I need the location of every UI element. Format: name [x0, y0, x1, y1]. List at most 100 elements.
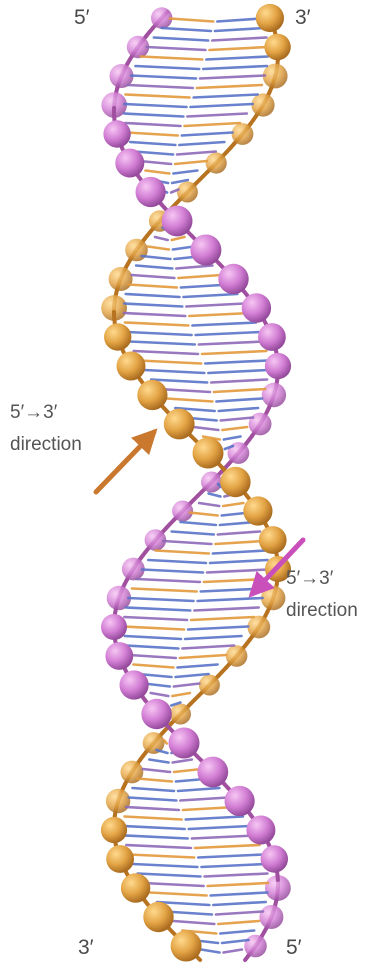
pink-phosphate-sphere — [105, 642, 133, 670]
base-pair-stick — [216, 399, 262, 402]
orange-phosphate-sphere — [171, 931, 202, 962]
pink-phosphate-sphere — [103, 120, 130, 147]
pink-phosphate-sphere — [197, 757, 228, 788]
orange-phosphate-sphere — [251, 93, 274, 116]
base-pair-stick — [184, 294, 238, 297]
base-pair-stick — [173, 760, 192, 763]
base-pair-stick — [192, 323, 256, 326]
base-pair-stick — [177, 152, 216, 155]
base-pair-stick — [221, 418, 253, 421]
base-pair-stick — [208, 370, 268, 373]
base-pair-stick — [192, 836, 255, 839]
base-pair-stick — [155, 237, 168, 240]
base-pair-stick — [196, 332, 261, 335]
base-pair-stick — [162, 28, 211, 31]
pink-phosphate-sphere — [218, 264, 248, 294]
base-pair-stick — [215, 541, 263, 544]
base-pair-stick — [218, 921, 259, 924]
top-left-end-label: 5′ — [74, 6, 90, 30]
base-pair-stick — [131, 76, 196, 79]
base-pair-stick — [206, 57, 268, 60]
pink-backbone-segment — [245, 956, 248, 960]
base-pair-stick — [198, 855, 263, 858]
base-pair-stick — [125, 636, 181, 639]
base-pair-stick — [195, 845, 260, 848]
base-pair-stick — [138, 874, 201, 877]
base-pair-stick — [180, 798, 228, 801]
base-pair-stick — [149, 760, 168, 763]
orange-phosphate-sphere — [109, 267, 133, 291]
base-pair-stick — [156, 551, 209, 554]
base-pair-stick — [197, 85, 262, 88]
base-pair-stick — [127, 133, 178, 136]
base-pair-stick — [181, 522, 216, 525]
orange-phosphate-sphere — [104, 323, 131, 350]
base-pair-stick — [202, 351, 266, 354]
base-pair-stick — [224, 437, 241, 440]
base-pair-stick — [223, 503, 243, 506]
base-pair-stick — [201, 950, 219, 953]
base-pair-stick — [178, 665, 218, 668]
base-pair-stick — [179, 142, 224, 145]
base-pair-stick — [207, 570, 268, 573]
base-pair-stick — [216, 912, 263, 915]
pink-phosphate-sphere — [190, 235, 221, 266]
base-pair-stick — [212, 38, 266, 41]
left-direction-line2: direction — [10, 429, 82, 461]
left-direction-line1: 5′→3′ — [10, 397, 82, 429]
base-pair-stick — [129, 855, 194, 858]
base-pair-stick — [214, 389, 265, 392]
base-pair-stick — [185, 123, 241, 126]
base-pair-stick — [141, 57, 203, 60]
base-pair-stick — [126, 608, 191, 611]
orange-phosphate-sphere — [259, 526, 287, 554]
base-pair-stick — [198, 598, 263, 601]
base-pair-stick — [130, 342, 195, 345]
base-pair-stick — [213, 551, 266, 554]
base-pair-stick — [133, 788, 175, 791]
pink-phosphate-sphere — [246, 816, 275, 845]
pink-phosphate-sphere — [258, 323, 286, 351]
base-pair-stick — [170, 19, 213, 22]
bottom-right-end-label: 5′ — [286, 936, 302, 960]
orange-phosphate-sphere — [137, 380, 167, 410]
base-pair-stick — [188, 627, 248, 630]
base-pair-stick — [143, 883, 203, 886]
pink-phosphate-sphere — [120, 670, 149, 699]
left-direction-arrow — [96, 432, 154, 492]
orange-phosphate-sphere — [243, 496, 272, 525]
right-direction-line1: 5′→3′ — [286, 563, 358, 595]
base-pair-stick — [204, 579, 267, 582]
base-pair-stick — [180, 655, 226, 658]
pink-phosphate-sphere — [262, 383, 286, 407]
base-pair-stick — [124, 617, 187, 620]
base-pair-stick — [132, 589, 197, 592]
base-pair-stick — [201, 864, 266, 867]
pink-phosphate-sphere — [261, 845, 288, 872]
base-pair-stick — [211, 893, 268, 896]
base-pair-stick — [150, 893, 207, 896]
base-pair-stick — [194, 608, 258, 611]
base-pair-stick — [213, 902, 265, 905]
base-pair-stick — [163, 541, 211, 544]
base-pair-stick — [142, 570, 203, 573]
right-direction-line2: direction — [286, 595, 358, 627]
base-pair-stick — [127, 332, 192, 335]
base-pair-stick — [124, 114, 183, 117]
orange-phosphate-sphere — [206, 152, 227, 173]
base-pair-stick — [190, 513, 218, 516]
pink-phosphate-sphere — [136, 177, 166, 207]
base-pair-stick — [186, 817, 243, 820]
base-pair-stick — [172, 532, 214, 535]
orange-phosphate-sphere — [232, 123, 254, 145]
base-pair-stick — [128, 598, 193, 601]
base-pair-stick — [182, 133, 233, 136]
base-pair-stick — [178, 788, 219, 791]
orange-phosphate-sphere — [106, 845, 134, 873]
base-pair-stick — [128, 285, 177, 288]
pink-phosphate-sphere — [249, 413, 272, 436]
top-right-end-label: 3′ — [295, 6, 311, 30]
base-pair-stick — [220, 931, 254, 934]
